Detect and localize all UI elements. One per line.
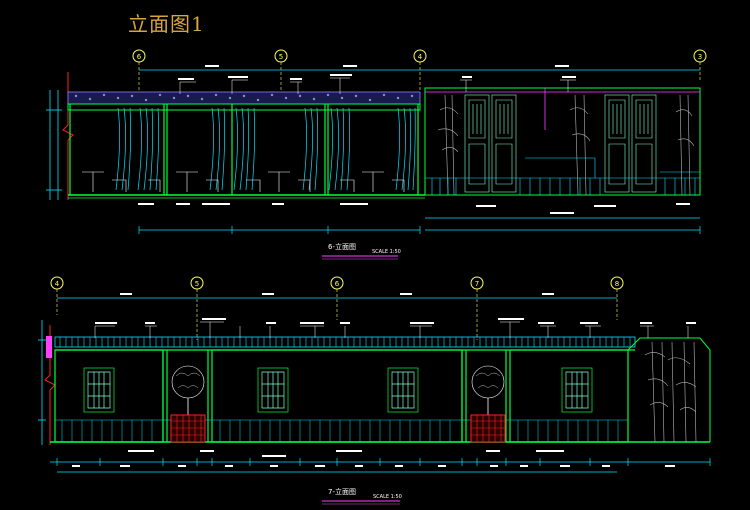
svg-text:6: 6 (335, 280, 340, 288)
curtain (302, 107, 351, 191)
svg-text:4: 4 (418, 53, 423, 61)
break-line-icon (62, 72, 74, 200)
elevation-7-title: 7-立面图 SCALE 1:50 (322, 487, 402, 505)
left-dimension (46, 90, 62, 200)
grid-bubble-icon: 4 (413, 49, 427, 63)
curtain (115, 107, 160, 191)
roof-eave (54, 336, 636, 351)
svg-text:SCALE 1:50: SCALE 1:50 (373, 494, 402, 500)
svg-text:7-立面图: 7-立面图 (328, 487, 356, 496)
dado-wall (55, 419, 628, 442)
elevation-6: 6 5 4 3 (46, 49, 707, 260)
annotation-leaders (94, 321, 689, 338)
bottom-dimensions (50, 458, 711, 473)
svg-text:8: 8 (615, 280, 619, 288)
bottom-dimensions (138, 217, 701, 234)
break-line-icon (44, 325, 56, 445)
svg-text:4: 4 (55, 280, 60, 288)
svg-text:5: 5 (195, 280, 199, 288)
bamboo-planting (644, 341, 697, 443)
annotation-marks (138, 74, 690, 214)
elevation-6-title: 6-立面图 SCALE 1:50 (322, 242, 401, 260)
svg-text:SCALE 1:50: SCALE 1:50 (372, 249, 401, 255)
accent-block (46, 336, 52, 358)
grid-lines (56, 289, 618, 340)
elevation-7: 4 5 6 7 8 (38, 276, 711, 505)
grid-bubble-icon: 6 (330, 276, 344, 290)
grid-bubble-icon: 5 (190, 276, 204, 290)
dimension-values (72, 465, 675, 467)
svg-text:6: 6 (137, 53, 142, 61)
lattice-window (387, 367, 419, 413)
top-dimension (57, 293, 617, 299)
curtain-group (115, 107, 416, 191)
lattice-window (257, 367, 289, 413)
tree-planter (470, 365, 506, 443)
svg-text:6-立面图: 6-立面图 (328, 242, 356, 251)
left-dimension (38, 320, 46, 445)
annotation-leaders (179, 77, 576, 94)
top-dimension (139, 65, 700, 71)
grid-bubble-icon: 3 (693, 49, 707, 63)
grid-bubble-icon: 8 (610, 276, 624, 290)
lattice-window (83, 367, 115, 413)
screen-wall (424, 87, 701, 196)
grid-bubble-icon: 6 (132, 49, 146, 63)
svg-text:3: 3 (698, 53, 702, 61)
annotation-marks (95, 318, 696, 457)
svg-text:5: 5 (279, 53, 283, 61)
lattice-window-group (83, 367, 593, 413)
tree-planter (170, 365, 206, 443)
svg-text:7: 7 (475, 280, 479, 288)
pergola-section (67, 91, 425, 199)
curtain (395, 107, 416, 191)
grid-bubble-icon: 5 (274, 49, 288, 63)
grid-lines (138, 62, 701, 90)
grid-bubble-icon: 4 (50, 276, 64, 290)
furniture (82, 171, 405, 192)
lattice-window (561, 367, 593, 413)
sheet-title: 立面图1 (128, 12, 205, 36)
grid-bubble-icon: 7 (470, 276, 484, 290)
